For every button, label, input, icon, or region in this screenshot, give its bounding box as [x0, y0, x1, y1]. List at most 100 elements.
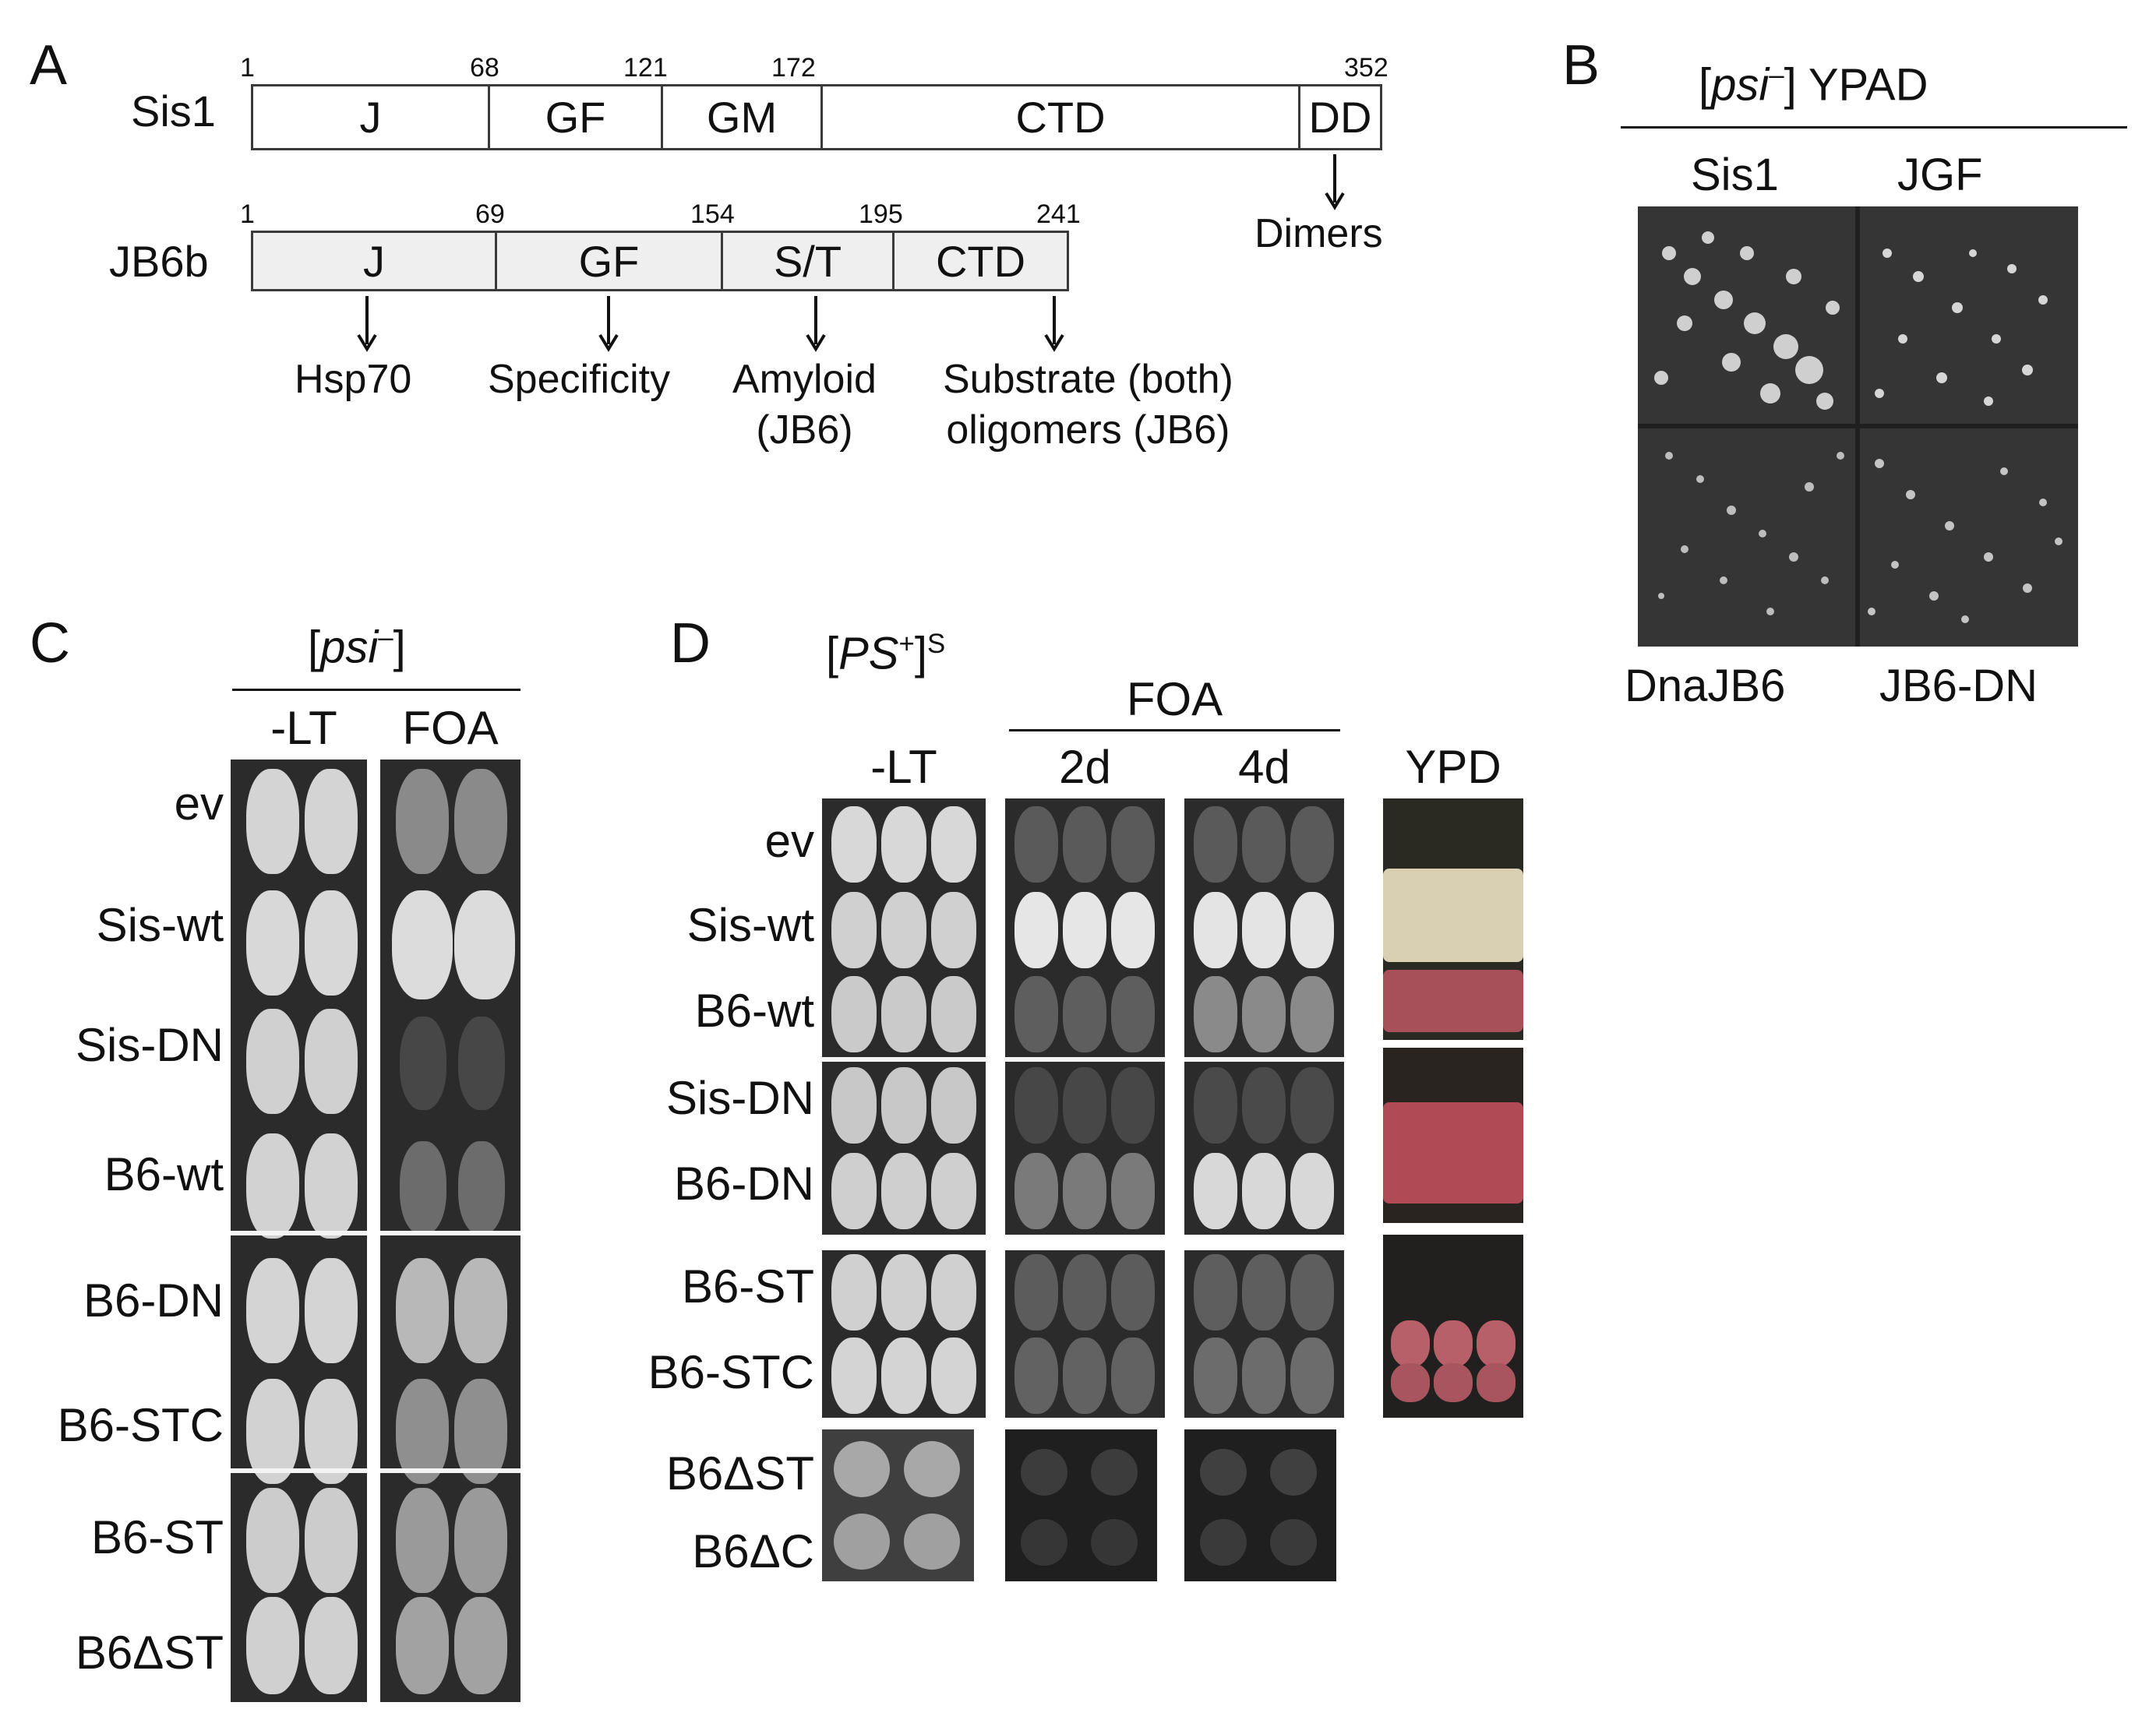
hsp70-arrow — [357, 296, 377, 352]
panel-c-lt-spot — [305, 1258, 358, 1363]
panel-d-lt-spot — [931, 806, 976, 883]
panel-d-4d-photo — [1184, 798, 1344, 1418]
function-amyloid-line2: (JB6) — [756, 407, 853, 453]
panel-d-row-b6-delta-st: B6ΔST — [665, 1447, 814, 1500]
panel-d-2d-spot — [1014, 1254, 1058, 1330]
panel-c-lt-spot — [305, 1009, 358, 1114]
panel-c-lt-spot — [246, 1488, 299, 1593]
panel-d-lt-photo-bottom — [822, 1429, 974, 1581]
panel-c-lt-spot — [246, 890, 299, 996]
panel-c-col-lt: -LT — [270, 702, 337, 754]
panel-d-4d-spot — [1290, 1338, 1334, 1414]
panel-b-jgf-colonies — [1875, 248, 2048, 406]
panel-d-lt-spot — [834, 1441, 890, 1497]
panel-d-2d-spot — [1063, 1153, 1106, 1229]
panel-d-lt-spot — [881, 976, 926, 1052]
panel-d-row-b6-stc: B6-STC — [648, 1346, 814, 1398]
panel-d-4d-spot — [1242, 1153, 1286, 1229]
panel-d-ypd-white-colonies — [1383, 869, 1523, 962]
panel-d-2d-photo-bottom — [1005, 1429, 1157, 1581]
function-substrate-line1: Substrate (both) — [943, 357, 1233, 402]
panel-d-ypd-red-colony — [1434, 1363, 1473, 1402]
panel-d-4d-spot — [1270, 1449, 1317, 1496]
panel-d-lt-photo — [822, 798, 986, 1418]
function-amyloid-line1: Amyloid — [732, 357, 877, 402]
panel-d-4d-spot — [1242, 1254, 1286, 1330]
jb6b-pos-195: 195 — [859, 199, 903, 229]
panel-c-foa-spot — [396, 1258, 449, 1363]
panel-d-lt-separator — [822, 1235, 986, 1250]
sis1-domain-ctd: CTD — [823, 86, 1300, 148]
panel-d-4d-spot — [1194, 1067, 1237, 1144]
panel-c-foa-photo — [380, 760, 520, 1702]
panel-d-4d-spot — [1200, 1449, 1247, 1496]
sis1-pos-172: 172 — [771, 53, 816, 83]
panel-c-foa-spot — [396, 769, 449, 874]
panel-b-top-label-jgf: JGF — [1897, 150, 1983, 200]
jb6b-pos-154: 154 — [690, 199, 735, 229]
panel-c-foa-spot — [400, 1017, 446, 1110]
panel-d-ypd-photo-bottom — [1383, 1235, 1523, 1418]
panel-c-lt-separator — [231, 1231, 367, 1235]
panel-d-2d-spot — [1111, 1067, 1155, 1144]
function-amyloid: Amyloid (JB6) — [732, 354, 877, 456]
panel-d-4d-spot — [1194, 1153, 1237, 1229]
panel-c-lt-spot — [305, 890, 358, 996]
sis1-pos-68: 68 — [470, 53, 499, 83]
panel-d-foa-label: FOA — [1126, 673, 1223, 725]
sis1-domain-bar: J GF GM CTD DD — [251, 84, 1382, 150]
jb6b-domain-j: J — [253, 233, 497, 289]
panel-c-lt-spot — [246, 1597, 299, 1694]
panel-d-4d-spot — [1194, 1254, 1237, 1330]
panel-d-ypd-red-colony — [1391, 1320, 1430, 1367]
panel-c-foa-spot — [458, 1017, 505, 1110]
panel-c-lt-photo — [231, 760, 367, 1702]
panel-c-row-sis-wt: Sis-wt — [96, 899, 224, 951]
panel-d-4d-photo-bottom — [1184, 1429, 1336, 1581]
panel-d-4d-spot — [1242, 976, 1286, 1052]
panel-d-lt-spot — [931, 1338, 976, 1414]
panel-d-row-sis-dn: Sis-DN — [666, 1072, 814, 1124]
panel-c-header: [psi–] — [308, 622, 406, 673]
sis1-pos-1: 1 — [240, 53, 255, 83]
panel-d-4d-spot — [1270, 1519, 1317, 1566]
panel-b-sis1-colonies — [1654, 231, 1840, 410]
panel-d-4d-spot — [1290, 1254, 1334, 1330]
panel-d-ypd-red-colonies — [1383, 970, 1523, 1032]
panel-d-4d-spot — [1290, 892, 1334, 968]
function-substrate: Substrate (both) oligomers (JB6) — [943, 354, 1233, 456]
panel-d-4d-spot — [1290, 1067, 1334, 1144]
panel-d-lt-spot — [831, 976, 877, 1052]
panel-b-bottom-label-jb6dn: JB6-DN — [1879, 661, 2038, 711]
function-specificity-line1: Specificity — [488, 357, 671, 402]
panel-b-header: [psi–] YPAD — [1699, 59, 1928, 111]
panel-b-strain: psi — [1711, 59, 1770, 111]
panel-d-2d-spot — [1014, 1153, 1058, 1229]
panel-d-2d-spot — [1063, 806, 1106, 883]
panel-d-lt-spot — [831, 806, 877, 883]
panel-d-4d-spot — [1194, 1338, 1237, 1414]
panel-c-foa-separator — [380, 1231, 520, 1235]
panel-d-lt-spot — [931, 892, 976, 968]
panel-d-letter: D — [670, 612, 711, 675]
panel-c-lt-spot — [246, 1009, 299, 1114]
panel-b-strain-sup: – — [1769, 60, 1784, 90]
panel-c-row-sis-dn: Sis-DN — [76, 1019, 224, 1071]
panel-d-2d-spot — [1111, 1153, 1155, 1229]
panel-c-row-b6-delta-st: B6ΔST — [75, 1627, 224, 1679]
panel-d-col-2d: 2d — [1059, 741, 1111, 793]
panel-d-strain-suffix: S — [926, 629, 946, 659]
panel-d-lt-spot — [881, 892, 926, 968]
panel-d-lt-spot — [831, 1254, 877, 1330]
function-substrate-line2: oligomers (JB6) — [946, 407, 1230, 453]
panel-c-foa-spot — [400, 1141, 446, 1235]
panel-c-strain-sup: – — [378, 622, 393, 653]
panel-c-lt-spot — [246, 1133, 299, 1239]
specificity-arrow — [598, 296, 619, 352]
panel-b-jb6dn-colonies — [1868, 459, 2062, 623]
substrate-arrow — [1044, 296, 1064, 352]
panel-c-foa-spot — [454, 1379, 507, 1484]
panel-d-2d-spot — [1014, 1338, 1058, 1414]
panel-d-ypd-red-colony — [1477, 1363, 1516, 1402]
panel-c-col-foa: FOA — [402, 702, 499, 754]
